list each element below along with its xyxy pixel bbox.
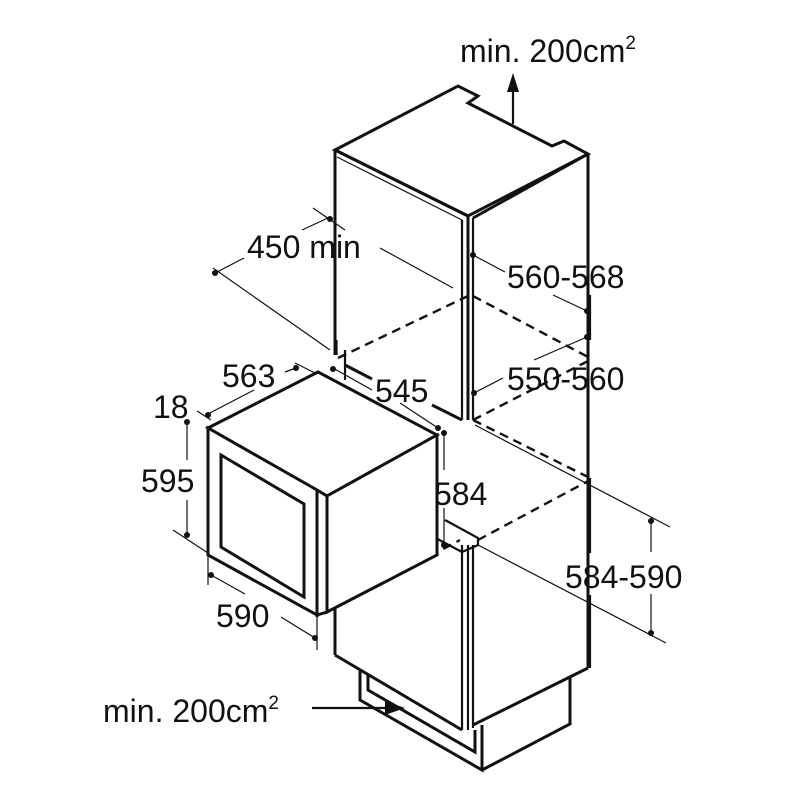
ventilation-top-sup: 2 xyxy=(625,33,636,54)
cabinet-right-face xyxy=(472,152,590,668)
ventilation-top-arrow-icon xyxy=(507,73,519,124)
ventilation-bottom-sup: 2 xyxy=(268,693,279,714)
dim-appliance-width: 563 xyxy=(222,358,276,394)
dim-niche-height: 584-590 xyxy=(565,559,683,595)
dim-appliance-body-height: 584 xyxy=(434,476,488,512)
ventilation-bottom-label: min. 200cm2 xyxy=(103,694,279,727)
dim-front-width: 590 xyxy=(216,598,270,634)
dim-appliance-depth: 545 xyxy=(375,373,429,409)
dim-niche-depth-lower: 550-560 xyxy=(507,361,625,397)
cabinet-top xyxy=(331,84,592,221)
ventilation-bottom-arrow-icon xyxy=(312,701,405,715)
cabinet-upper-left-face xyxy=(333,150,475,420)
ventilation-top-text: min. 200cm xyxy=(460,33,626,69)
niche-outline xyxy=(337,294,591,558)
dimension-lines xyxy=(172,207,671,668)
dim-cabinet-depth-min: 450 min xyxy=(247,229,361,265)
ventilation-top-label: min. 200cm2 xyxy=(460,34,636,67)
dim-appliance-height: 595 xyxy=(141,463,195,499)
dim-niche-depth-upper: 560-568 xyxy=(507,259,625,295)
dim-front-thickness: 18 xyxy=(153,389,189,425)
ventilation-bottom-text: min. 200cm xyxy=(103,693,269,729)
appliance xyxy=(204,370,441,618)
plinth xyxy=(358,670,572,773)
